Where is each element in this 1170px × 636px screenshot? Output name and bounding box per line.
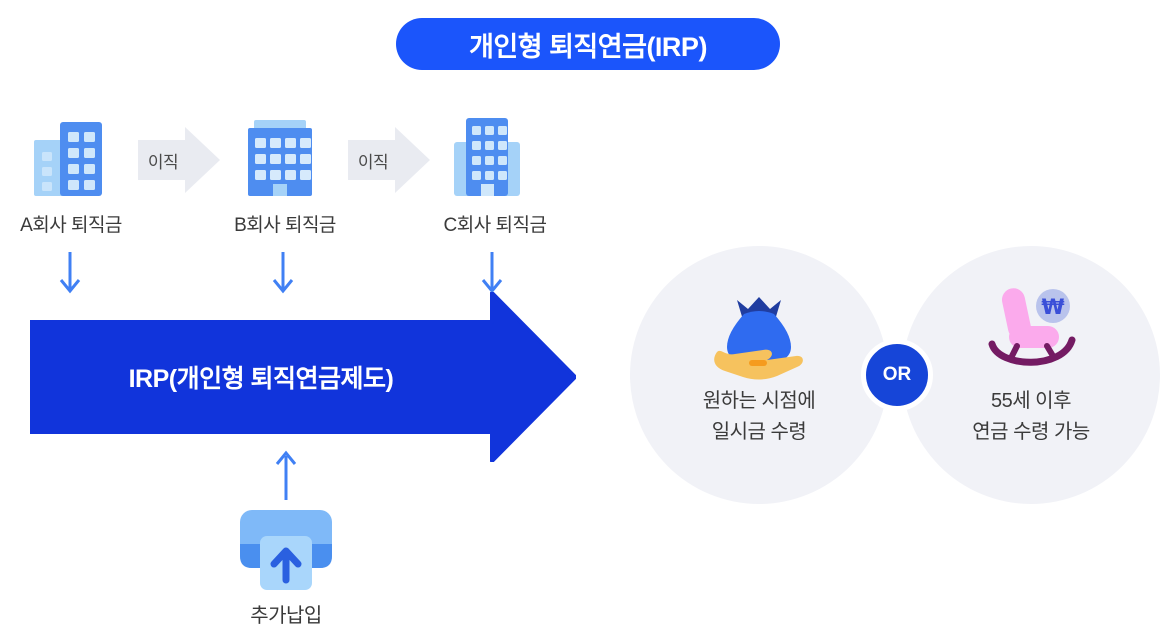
outcome-text-pension: 55세 이후 연금 수령 가능: [902, 386, 1160, 448]
transfer-arrow-icon: 이직: [138, 127, 220, 193]
svg-text:₩: ₩: [1041, 295, 1064, 319]
transfer-label: 이직: [357, 152, 389, 172]
page-title: 개인형 퇴직연금(IRP): [469, 31, 707, 62]
or-badge: OR: [861, 339, 933, 411]
building-b-icon: [240, 114, 320, 207]
irp-arrow-label: IRP(개인형 퇴직연금제도): [128, 365, 394, 393]
outcome-lumpsum-line2: 일시금 수령: [711, 421, 807, 443]
deposit-label: 추가납입: [250, 605, 322, 627]
won-coin-icon: [1036, 289, 1070, 323]
money-bag-hand-icon: [709, 288, 809, 389]
title-pill: 개인형 퇴직연금(IRP): [396, 18, 780, 70]
deposit-slot-icon: [238, 508, 334, 597]
outcome-text-lumpsum: 원하는 시점에 일시금 수령: [630, 386, 888, 448]
rocking-chair-icon: ₩: [983, 284, 1079, 385]
building-c-icon: [450, 114, 530, 207]
down-arrow-icon: [480, 250, 504, 303]
outcome-lumpsum-line1: 원하는 시점에: [702, 390, 816, 412]
outcome-circle-pension: ₩ 55세 이후 연금 수령 가능: [902, 246, 1160, 504]
outcome-circle-lumpsum: 원하는 시점에 일시금 수령: [630, 246, 888, 504]
outcome-pension-line2: 연금 수령 가능: [972, 421, 1090, 443]
company-c-label: C회사 퇴직금: [443, 215, 547, 236]
irp-arrow: [28, 291, 577, 467]
transfer-label: 이직: [147, 152, 179, 172]
or-label: OR: [882, 364, 912, 385]
up-arrow-icon: [274, 448, 298, 507]
down-arrow-icon: [271, 250, 295, 303]
company-b-label: B회사 퇴직금: [234, 215, 336, 236]
outcome-pension-line1: 55세 이후: [990, 390, 1072, 412]
building-a-icon: [28, 114, 108, 207]
company-a-label: A회사 퇴직금: [20, 215, 122, 236]
down-arrow-icon: [58, 250, 82, 303]
transfer-arrow-icon: 이직: [348, 127, 430, 193]
